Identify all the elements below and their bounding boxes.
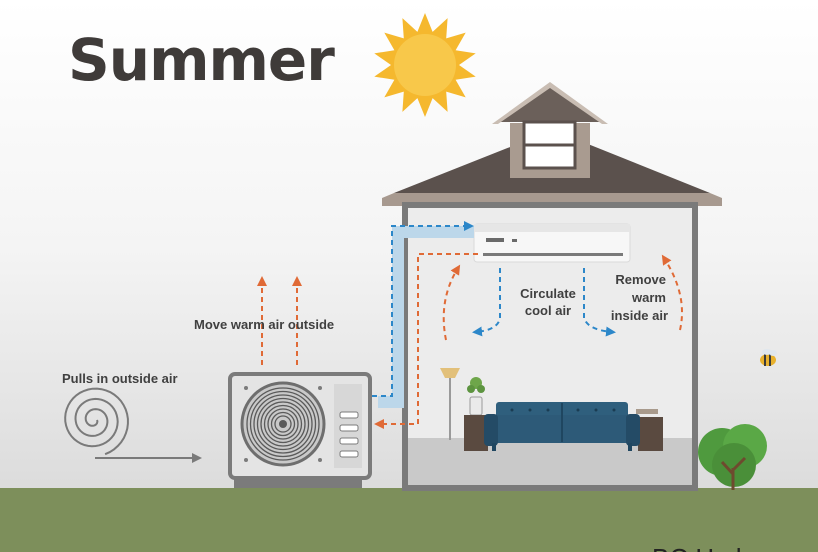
watermark-bc-hydro: BC Hydro (652, 543, 765, 552)
label-remove-line1: Remove (615, 272, 666, 287)
dormer-window (492, 82, 608, 178)
ground (0, 488, 818, 552)
refrigerant-lines (372, 221, 478, 429)
outdoor-heat-pump-unit (228, 372, 372, 488)
label-circulate-line1: Circulate (520, 286, 576, 301)
interior-airflow-arrows (442, 254, 683, 341)
sofa (484, 402, 640, 451)
bee-icon (760, 349, 777, 366)
label-remove-line2: warm (631, 290, 666, 305)
label-pulls-in-outside-air: Pulls in outside air (62, 371, 178, 386)
lamp (440, 368, 460, 440)
label-remove-line3: inside air (611, 308, 668, 323)
indoor-ac-unit (473, 223, 631, 263)
sun-icon (374, 13, 476, 117)
plant (467, 377, 485, 416)
bush (698, 424, 767, 490)
label-move-warm-air-outside: Move warm air outside (194, 317, 334, 332)
diagram-title: Summer (68, 26, 335, 94)
label-circulate-line2: cool air (525, 303, 571, 318)
outside-air-swirl (64, 387, 202, 463)
side-table-right (638, 417, 663, 451)
